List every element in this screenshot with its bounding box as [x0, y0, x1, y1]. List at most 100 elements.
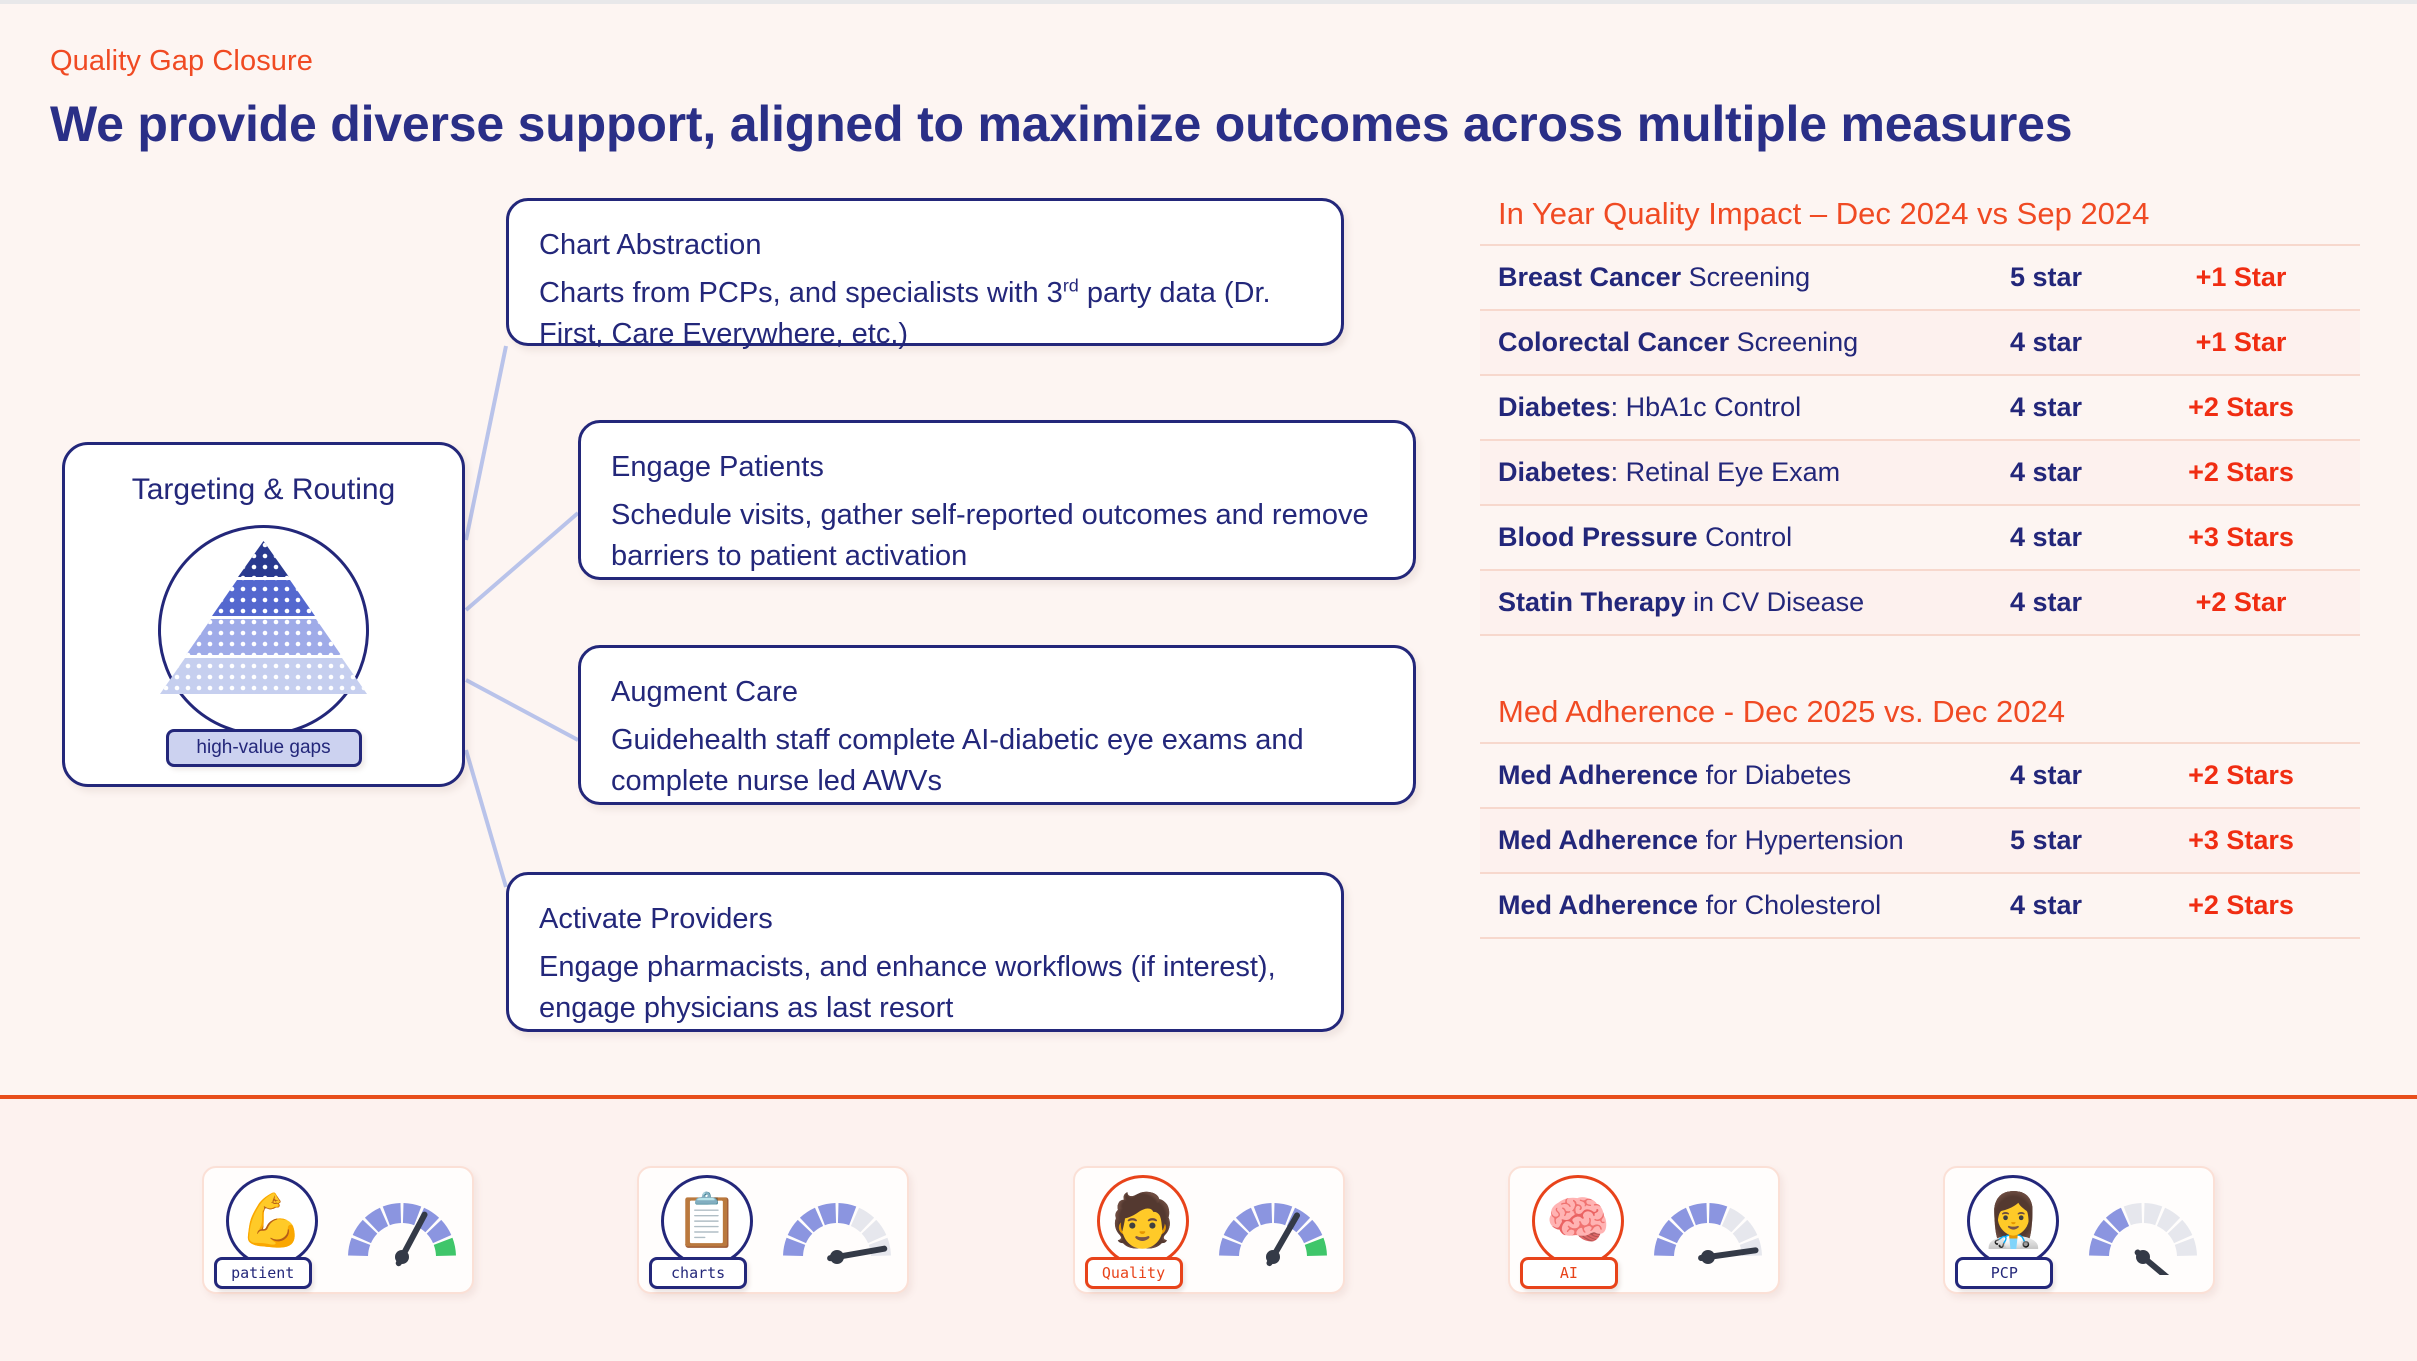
star-rating-cell: 4 star	[2009, 392, 2083, 422]
gauge-icon	[1218, 1203, 1327, 1267]
gauge-segment	[1253, 1203, 1272, 1226]
node-chart-abstraction[interactable]: Chart Abstraction Charts from PCPs, and …	[506, 198, 1344, 350]
persona-card-pcp[interactable]: 👩‍⚕️PCP	[1943, 1166, 2216, 1294]
persona-card-slot: 📋charts	[555, 1166, 990, 1294]
measure-name: Med Adherence	[1498, 825, 1699, 855]
gauge-segment	[1688, 1203, 1707, 1226]
gauge-segment	[1732, 1219, 1758, 1244]
page-title: We provide diverse support, aligned to m…	[50, 96, 2073, 152]
gauge-segment	[1304, 1237, 1327, 1257]
gauge-segment	[347, 1237, 370, 1257]
node-augment-care[interactable]: Augment Care Guidehealth staff complete …	[578, 645, 1416, 805]
gauge-segment	[1235, 1207, 1259, 1233]
gauge-segment	[364, 1207, 388, 1233]
gauge-segment	[2157, 1207, 2181, 1233]
ordinal-suffix: rd	[1062, 275, 1079, 296]
measure-qualifier: Screening	[1681, 262, 1811, 292]
measure-cell: Statin Therapy in CV Disease	[1480, 570, 1960, 635]
measure-name: Blood Pressure	[1498, 522, 1698, 552]
gauge-hub	[394, 1250, 409, 1264]
pyramid-icon: high-value gaps	[151, 523, 376, 767]
person-flexing-icon: 💪	[225, 1175, 318, 1267]
persona-card-charts[interactable]: 📋charts	[637, 1166, 910, 1294]
star-delta-cell: +2 Stars	[2188, 890, 2294, 920]
star-rating-cell: 4 star	[1960, 310, 2132, 375]
brain-icon: 🧠	[1531, 1175, 1624, 1267]
gauge-segment	[2175, 1237, 2198, 1257]
gauge-hub	[1700, 1250, 1715, 1264]
persona-card-patient[interactable]: 💪patient	[201, 1166, 474, 1294]
pyramid-graphic	[160, 541, 367, 694]
measure-name: Statin Therapy	[1498, 587, 1686, 617]
measure-cell: Diabetes: Retinal Eye Exam	[1480, 440, 1960, 505]
star-delta-cell: +3 Stars	[2188, 522, 2294, 552]
gauge-icon	[347, 1203, 456, 1267]
gauge-segment	[402, 1203, 421, 1226]
gauge-hub	[1265, 1250, 1280, 1264]
persona-label-pill: AI	[1519, 1257, 1618, 1289]
star-rating-cell: 4 star	[2009, 522, 2083, 552]
persona-card-ai[interactable]: 🧠AI	[1507, 1166, 1780, 1294]
persona-card-slot: 👩‍⚕️PCP	[1862, 1166, 2297, 1294]
measure-cell: Med Adherence for Cholesterol	[1480, 873, 1960, 938]
measure-qualifier: Screening	[1729, 327, 1859, 357]
measure-qualifier: Control	[1697, 522, 1793, 552]
node-description: Schedule visits, gather self-reported ou…	[611, 499, 1369, 573]
measure-cell: Breast Cancer Screening	[1480, 245, 1960, 310]
table-row[interactable]: Colorectal Cancer Screening 4 star+1 Star	[1480, 310, 2360, 375]
persona-card-quality[interactable]: 🧑Quality	[1072, 1166, 1345, 1294]
star-delta-cell: +1 Star	[2132, 310, 2360, 375]
persona-card-slot: 💪patient	[120, 1166, 555, 1294]
measure-name: Breast Cancer	[1498, 262, 1682, 292]
gauge-icon	[783, 1203, 892, 1264]
gauge-hub	[2136, 1250, 2151, 1264]
gauge-segment	[2089, 1237, 2112, 1257]
clipboard-medical-icon: 📋	[661, 1175, 754, 1267]
node-engage-patients[interactable]: Engage Patients Schedule visits, gather …	[578, 420, 1416, 580]
measure-cell: Med Adherence for Diabetes	[1480, 743, 1960, 808]
gauge-segment	[800, 1207, 824, 1233]
star-delta-cell: +2 Star	[2132, 570, 2360, 635]
star-delta-cell: +3 Stars	[2132, 808, 2360, 873]
star-delta-cell: +2 Stars	[2132, 440, 2360, 505]
node-activate-providers[interactable]: Activate Providers Engage pharmacists, a…	[506, 872, 1344, 1032]
measure-name: Diabetes	[1498, 392, 1611, 422]
desc-part-1: Charts from PCPs, and specialists with 3	[539, 277, 1063, 310]
table-row[interactable]: Blood Pressure Control 4 star +3 Stars	[1480, 505, 2360, 570]
section-title: Med Adherence - Dec 2025 vs. Dec 2024	[1498, 694, 2065, 729]
measure-cell: Blood Pressure Control	[1480, 505, 1960, 570]
gauge-segment	[1708, 1203, 1728, 1226]
persona-label-pill: Quality	[1084, 1257, 1183, 1289]
gauge-segment	[2144, 1203, 2163, 1226]
quality-results-panel: In Year Quality Impact – Dec 2024 vs Sep…	[1480, 196, 2360, 939]
gauge-segment	[1223, 1219, 1248, 1244]
gauge-segment	[838, 1203, 857, 1226]
gauge-segment	[426, 1219, 451, 1244]
node-title: Augment Care	[611, 676, 798, 708]
gauge-segment	[1721, 1207, 1746, 1233]
gauge-icon	[1653, 1203, 1762, 1264]
node-targeting-routing[interactable]: Targeting & Routing	[62, 442, 465, 787]
gauge-segment	[433, 1237, 456, 1257]
star-delta-cell: +2 Stars	[2188, 760, 2294, 790]
gauge-hub	[830, 1250, 845, 1264]
measure-qualifier: : Retinal Eye Exam	[1610, 457, 1841, 487]
avatar: 🧠AI	[1519, 1171, 1638, 1289]
persona-gauge-cards: 💪patient 📋charts 🧑Quality 🧠AI 👩‍⚕️PCP	[0, 1099, 2417, 1361]
avatar: 📋charts	[649, 1171, 767, 1289]
gauge-icon	[2089, 1203, 2198, 1275]
star-delta-cell: +2 Stars	[2188, 392, 2294, 422]
table-row[interactable]: Med Adherence for Cholesterol 4 star +2 St…	[1480, 873, 2360, 938]
measure-name: Colorectal Cancer	[1498, 327, 1730, 357]
star-rating-cell: 4 star	[2009, 890, 2083, 920]
gauge-segment	[1218, 1237, 1241, 1257]
high-value-gaps-pill: high-value gaps	[165, 729, 362, 767]
